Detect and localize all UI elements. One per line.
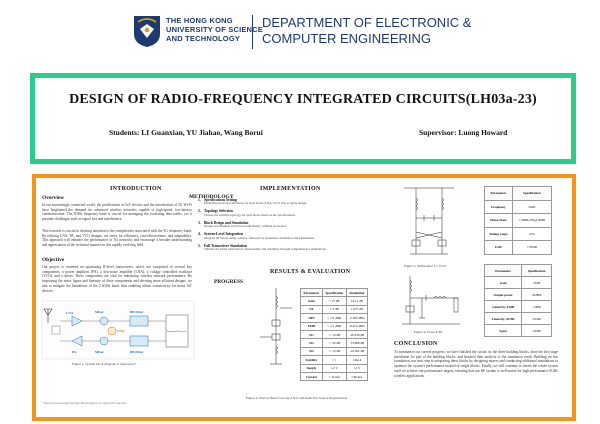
step-title: Topology Selection xyxy=(204,209,233,214)
university-name: THE HONG KONG UNIVERSITY OF SCIENCE AND … xyxy=(166,16,263,43)
step-title: Full Transceiver Simulation xyxy=(204,243,247,248)
methodology-heading: METHODOLOGY xyxy=(189,194,234,200)
step-desc: Choose the optimal topology for each blo… xyxy=(204,212,296,217)
overview-text: In our increasingly connected world, the… xyxy=(42,203,192,222)
conclusion-heading: CONCLUSION xyxy=(394,341,438,347)
table-row: Linearity, P1dB-7dBm xyxy=(483,300,552,313)
step-title: Block Design and Simulation xyxy=(204,220,249,225)
title-box: DESIGN OF RADIO-FREQUENCY INTEGRATED CIR… xyxy=(30,73,576,164)
bb-filter-label-upper: BB Filter xyxy=(130,310,144,314)
step-desc: Validate the entire transceiver's functi… xyxy=(204,246,327,251)
antenna-icon xyxy=(43,308,53,323)
figure-4-caption: Figure 4. Class-E PA xyxy=(414,330,443,334)
table-header: Parameters xyxy=(300,287,323,298)
table-header: Specification xyxy=(321,287,347,298)
objective-text: Our project is centered on optimizing R-… xyxy=(42,265,192,293)
figure-2-caption: Figure 2. Narrow Band Cascode LNA with I… xyxy=(246,396,348,400)
step-title: Specifications Setting xyxy=(204,198,237,202)
supervisor-line: Supervisor: Luong Howard xyxy=(419,128,508,137)
table-row: S11< -10 dB-20.918 dB xyxy=(300,329,369,340)
department-name: DEPARTMENT OF ELECTRONIC & COMPUTER ENGI… xyxy=(262,15,472,46)
transceiver-block-diagram: LNA Mixer VCO BB Filter PA Mixer BB Filt… xyxy=(41,300,195,360)
bb-filter-label-lower: BB Filter xyxy=(130,350,144,354)
lna-label: LNA xyxy=(66,311,74,315)
pa-label: PA xyxy=(72,350,77,354)
footnote: * https://www.researchgate.net/figure/Bl… xyxy=(42,402,127,405)
students-line: Students: LI Guanxian, YU Jiahao, Wang B… xyxy=(109,128,263,137)
step-desc: Establish precise specifications for eac… xyxy=(204,201,308,206)
figure-1-caption: Figure 1. System block diagram of transc… xyxy=(72,362,137,366)
progress-heading: PROGRESS xyxy=(214,279,244,285)
table-row: IIP3> -10 dBm-2.063 dBm xyxy=(300,313,369,323)
methodology-step: 4. System-Level Integration Integrate al… xyxy=(198,232,366,240)
vco-schematic xyxy=(404,187,454,255)
lna-schematic xyxy=(260,288,292,365)
table-row: P1dB> -15 dBm-8.474 dBm xyxy=(300,321,369,331)
table-header: Simulation xyxy=(345,287,369,298)
table-row: Spurs-70dBc xyxy=(483,324,552,337)
introduction-heading: INTRODUCTION xyxy=(110,186,162,192)
table-header: Parameters xyxy=(484,186,513,201)
methodology-steps: 1. Specifications Setting Establish prec… xyxy=(198,198,366,255)
mixer-label-upper: Mixer xyxy=(95,310,104,314)
methodology-step: 2. Topology Selection Choose the optimal… xyxy=(198,209,366,217)
vco-label: VCO xyxy=(117,329,125,333)
lna-spec-table: Parameters Specification Simulation Gain… xyxy=(300,287,369,382)
table-header: Specification xyxy=(511,186,553,201)
results-heading: RESULTS & EVALUATION xyxy=(270,269,351,275)
table-header: Specification xyxy=(521,264,552,277)
pa-schematic xyxy=(402,276,460,325)
conclusion-text: To summarize our current progress, we ha… xyxy=(394,350,558,378)
table-row: S22< -10 dB-10.362 dB xyxy=(300,346,369,357)
poster-header: THE HONG KONG UNIVERSITY OF SCIENCE AND … xyxy=(0,0,600,62)
header-divider xyxy=(252,15,253,49)
step-desc: Integrate all blocks using cadence, foll… xyxy=(204,235,315,240)
methodology-step: 5. Full Transceiver Simulation Validate … xyxy=(198,244,366,252)
objective-heading: Objective xyxy=(42,257,65,263)
overview-heading: Overview xyxy=(42,195,65,201)
mixer-label-lower: Mixer xyxy=(95,350,104,354)
table-row: S12< -30 dB-75.988 dB xyxy=(300,338,369,348)
poster-title: DESIGN OF RADIO-FREQUENCY INTEGRATED CIR… xyxy=(69,92,537,107)
step-desc: Design and simulate each block individua… xyxy=(204,224,287,229)
overview-text-2: This research is crucial in drawing atte… xyxy=(42,229,192,248)
figure-3-caption: Figure 3. Differential LC VCO xyxy=(404,264,446,268)
baseband-processor-label: Baseband Processor xyxy=(167,330,186,333)
table-row: FoM>183dB xyxy=(484,240,553,255)
methodology-step: 1. Specifications Setting Establish prec… xyxy=(198,198,366,206)
step-title: System-Level Integration xyxy=(204,232,243,237)
hkust-logo xyxy=(134,16,160,47)
methodology-step: 3. Block Design and Simulation Design an… xyxy=(198,221,366,229)
table-row: Phase Noise<-98dBc/Hz@1MHz xyxy=(484,213,553,228)
implementation-heading: IMPLEMENTATION xyxy=(260,186,321,192)
table-row: Linearity, ACPR-25dBc xyxy=(483,312,552,325)
table-header: Parameters xyxy=(483,264,523,277)
